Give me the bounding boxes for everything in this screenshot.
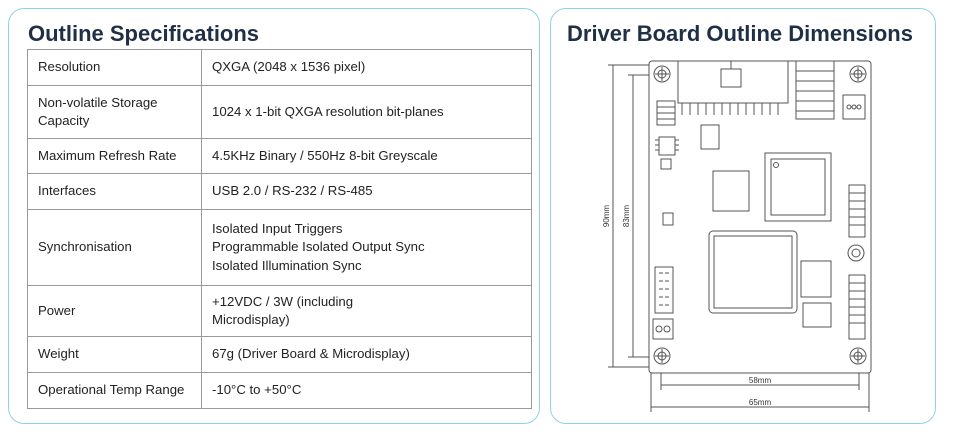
- dimension-label-inner-height: 83mm: [622, 205, 631, 228]
- width-dimension-lines: [650, 373, 870, 412]
- spec-value-storage: 1024 x 1-bit QXGA resolution bit-planes: [201, 85, 532, 139]
- specifications-title: Outline Specifications: [28, 21, 260, 46]
- height-dimension-lines: [608, 64, 649, 368]
- pin-header-icon: [654, 266, 674, 314]
- side-connector-icon: [656, 100, 676, 126]
- ic-chip-icon: [655, 136, 679, 156]
- fiducial-icon: [847, 244, 865, 262]
- regulator-icon: [700, 124, 720, 150]
- mounting-hole-icon: [849, 65, 867, 83]
- spec-label-storage: Non-volatile Storage Capacity: [27, 85, 202, 139]
- mounting-hole-icon: [653, 347, 671, 365]
- small-connector-icon: [842, 94, 866, 120]
- spec-label-power: Power: [27, 285, 202, 337]
- terminal-block-icon: [652, 318, 674, 340]
- spec-value-power: +12VDC / 3W (including Microdisplay): [201, 285, 532, 337]
- mounting-hole-icon: [653, 65, 671, 83]
- dimensions-title: Driver Board Outline Dimensions: [567, 21, 913, 46]
- spec-value-line: Microdisplay): [212, 312, 290, 327]
- ic-chip-icon: [802, 302, 832, 328]
- specifications-table: Resolution QXGA (2048 x 1536 pixel) Non-…: [27, 49, 532, 409]
- spec-value-resolution: QXGA (2048 x 1536 pixel): [201, 49, 532, 86]
- table-row: Synchronisation Isolated Input Triggers …: [27, 209, 532, 286]
- spec-value-interfaces: USB 2.0 / RS-232 / RS-485: [201, 173, 532, 210]
- component-icon: [660, 158, 672, 170]
- fpga-chip-icon: [708, 230, 798, 314]
- dimension-label-inner-width: 58mm: [749, 376, 772, 385]
- spec-label-synchronisation: Synchronisation: [27, 209, 202, 286]
- dimension-label-outer-width: 65mm: [749, 398, 772, 407]
- dimensions-panel: Driver Board Outline Dimensions: [550, 8, 936, 424]
- component-icon: [662, 212, 674, 226]
- spec-label-temp-range: Operational Temp Range: [27, 372, 202, 409]
- table-row: Non-volatile Storage Capacity 1024 x 1-b…: [27, 85, 532, 139]
- spec-value-line: USB 2.0 / RS-232 / RS-485: [212, 183, 373, 199]
- spec-value-line: QXGA (2048 x 1536 pixel): [212, 59, 366, 75]
- spec-value-line: Isolated Input Triggers: [212, 221, 343, 237]
- specifications-panel: Outline Specifications Resolution QXGA (…: [8, 8, 540, 424]
- processor-chip-icon: [764, 152, 832, 222]
- spec-value-line: 67g (Driver Board & Microdisplay): [212, 346, 410, 362]
- right-connector-icon: [848, 274, 866, 340]
- right-connector-icon: [848, 184, 866, 238]
- spec-value-line: +12VDC / 3W (including: [212, 293, 354, 309]
- table-row: Operational Temp Range -10°C to +50°C: [27, 372, 532, 409]
- spec-value-temp-range: -10°C to +50°C: [201, 372, 532, 409]
- transformer-icon: [795, 60, 835, 120]
- table-row: Resolution QXGA (2048 x 1536 pixel): [27, 49, 532, 86]
- table-row: Weight 67g (Driver Board & Microdisplay): [27, 336, 532, 373]
- spec-value-weight: 67g (Driver Board & Microdisplay): [201, 336, 532, 373]
- ic-chip-icon: [712, 170, 750, 212]
- dimension-label-outer-height: 90mm: [602, 205, 611, 228]
- table-row: Maximum Refresh Rate 4.5KHz Binary / 550…: [27, 138, 532, 174]
- spec-label-interfaces: Interfaces: [27, 173, 202, 210]
- table-row: Power +12VDC / 3W (including Microdispla…: [27, 285, 532, 337]
- spec-label-resolution: Resolution: [27, 49, 202, 86]
- board-outline-drawing: 90mm 83mm 58mm 65mm: [602, 60, 872, 412]
- spec-value-synchronisation: Isolated Input Triggers Programmable Iso…: [201, 209, 532, 286]
- spec-value-line: Programmable Isolated Output Sync: [212, 239, 425, 255]
- spec-value-refresh-rate: 4.5KHz Binary / 550Hz 8-bit Greyscale: [201, 138, 532, 174]
- spec-value-line: -10°C to +50°C: [212, 382, 302, 398]
- spec-value-line: Isolated Illumination Sync: [212, 257, 362, 273]
- spec-value-line: 4.5KHz Binary / 550Hz 8-bit Greyscale: [212, 147, 438, 163]
- table-row: Interfaces USB 2.0 / RS-232 / RS-485: [27, 173, 532, 210]
- spec-label-weight: Weight: [27, 336, 202, 373]
- ic-chip-icon: [800, 260, 832, 298]
- spec-value-line: 1024 x 1-bit QXGA resolution bit-planes: [212, 103, 444, 119]
- mounting-hole-icon: [849, 347, 867, 365]
- spec-label-refresh-rate: Maximum Refresh Rate: [27, 138, 202, 174]
- ribbon-connector-icon: [677, 60, 789, 115]
